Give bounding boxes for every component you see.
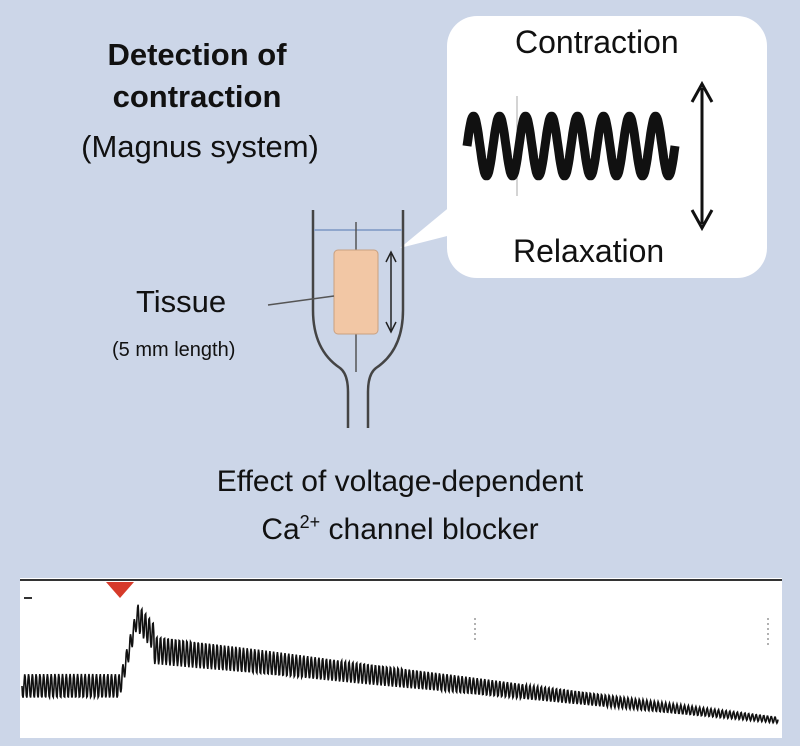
oscillation-trace [462, 80, 714, 232]
tissue-sample [333, 249, 379, 335]
effect-title-ca: Ca [261, 513, 300, 546]
relaxation-label: Relaxation [513, 233, 665, 269]
recording-trace-panel [20, 578, 782, 738]
down-triangle-marker-icon [106, 582, 134, 598]
tissue-length-label: (5 mm length) [112, 339, 236, 361]
tissue-label-leader [267, 295, 335, 306]
recording-trace [20, 579, 782, 725]
effect-title-line1: Effect of voltage-dependent [216, 465, 584, 498]
contraction-recording-trace [21, 604, 779, 725]
effect-title-sup: 2+ [299, 512, 321, 532]
effect-title-line2: channel blocker [320, 513, 539, 546]
diagram-subtitle: (Magnus system) [81, 129, 319, 164]
bath-left-wall [311, 210, 350, 428]
effect-title: Effect of voltage-dependent Ca2+ channel… [80, 462, 720, 550]
contraction-label: Contraction [515, 24, 679, 60]
tissue-label: Tissue [136, 284, 227, 319]
bath-right-wall [366, 210, 405, 428]
oscillation-wave [462, 111, 680, 181]
callout-pointer [400, 205, 455, 248]
contraction-callout: Contraction Relaxation [447, 16, 767, 278]
